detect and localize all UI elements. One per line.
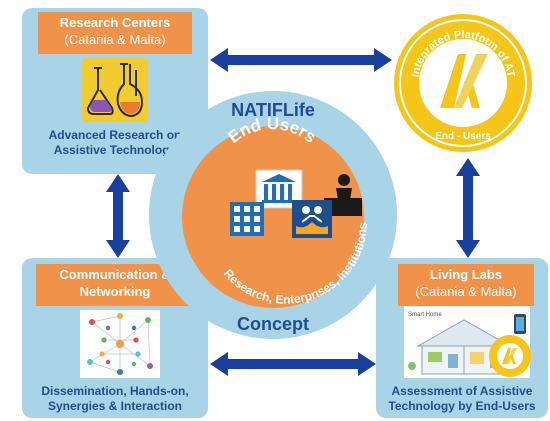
office-building-icon bbox=[230, 202, 264, 236]
lab-flasks-icon bbox=[80, 56, 150, 124]
living-labs-caption-line2: Technology by End-Users bbox=[388, 399, 536, 413]
research-centers-subtitle: (Catania & Malta) bbox=[64, 32, 166, 47]
research-caption-line2: Assistive Technology bbox=[53, 143, 177, 157]
communication-title-line1: Communication & bbox=[59, 267, 171, 282]
research-caption-line1: Advanced Research on bbox=[48, 128, 182, 142]
concept-circle: NATIFLife End Users Research, Enterprise… bbox=[148, 80, 398, 350]
smart-home-label: Smart Home bbox=[408, 312, 442, 318]
research-centers-title: Research Centers bbox=[59, 15, 171, 30]
communication-caption: Dissemination, Hands-on, Synergies & Int… bbox=[24, 384, 206, 414]
concept-top-title: NATIFLife bbox=[231, 100, 315, 120]
small-badge-logo bbox=[488, 334, 532, 378]
research-centers-tag: Research Centers (Catania & Malta) bbox=[38, 12, 192, 54]
communication-title-line2: Networking bbox=[79, 284, 151, 299]
badge-bottom-text: End - Users bbox=[435, 131, 491, 142]
right-vertical-arrow bbox=[454, 156, 482, 260]
communication-caption-line2: Synergies & Interaction bbox=[47, 399, 183, 413]
network-graph-image bbox=[80, 310, 160, 378]
top-horizontal-arrow bbox=[208, 46, 394, 74]
living-labs-caption: Assessment of Assistive Technology by En… bbox=[378, 384, 546, 414]
platform-badge-logo: Integrated Platfotm of AT End - Users bbox=[392, 12, 534, 154]
living-labs-subtitle: (Catania & Malta) bbox=[415, 284, 517, 299]
research-centers-caption: Advanced Research on Assistive Technolog… bbox=[24, 128, 206, 158]
living-labs-caption-line1: Assessment of Assistive bbox=[391, 384, 533, 398]
living-labs-tag: Living Labs (Catania & Malta) bbox=[398, 264, 534, 306]
communication-caption-line1: Dissemination, Hands-on, bbox=[41, 384, 189, 398]
concept-bottom-title: Concept bbox=[237, 314, 309, 334]
living-labs-title: Living Labs bbox=[429, 267, 503, 282]
left-vertical-arrow bbox=[104, 172, 132, 260]
person-at-desk-icon bbox=[324, 174, 362, 216]
bottom-horizontal-arrow bbox=[208, 350, 378, 378]
care-hands-icon bbox=[292, 200, 332, 238]
